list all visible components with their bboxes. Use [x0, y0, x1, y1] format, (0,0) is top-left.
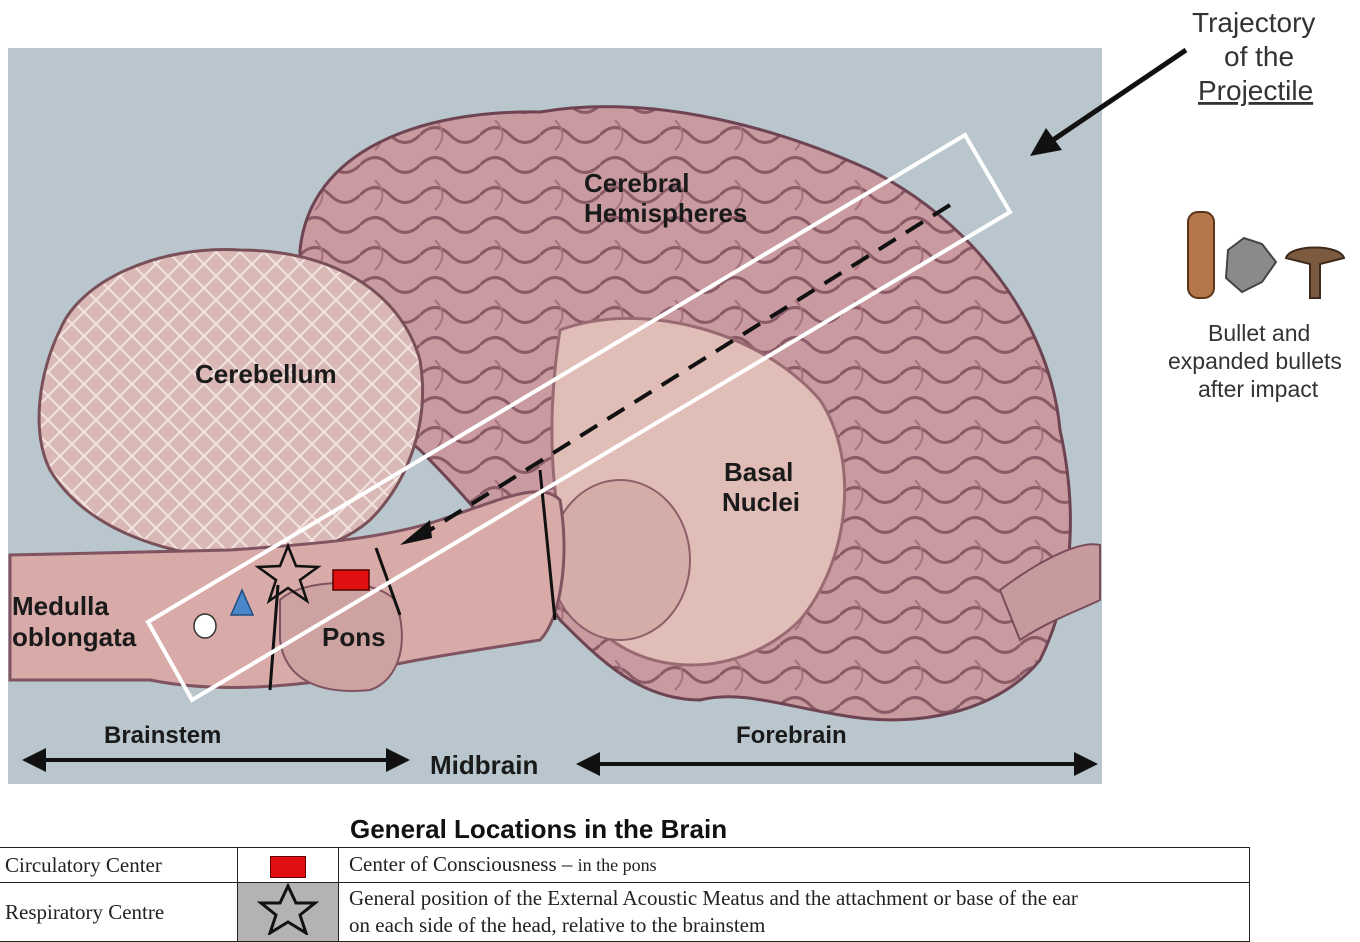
- consciousness-small-text: in the pons: [578, 855, 657, 875]
- label-forebrain: Forebrain: [736, 722, 847, 749]
- label-basal-1: Basal: [724, 457, 793, 487]
- trajectory-line3: Projectile: [1198, 75, 1313, 106]
- label-cerebellum: Cerebellum: [195, 359, 337, 389]
- legend-cell-acoustic-meatus: General position of the External Acousti…: [339, 883, 1250, 942]
- thalamus-shape: [550, 480, 690, 640]
- legend-cell-respiratory: Respiratory Centre: [0, 883, 238, 942]
- legend-table: Circulatory Center Center of Consciousne…: [0, 847, 1250, 942]
- legend-star-icon: [238, 883, 339, 942]
- label-midbrain: Midbrain: [430, 750, 538, 780]
- legend-cell-consciousness: Center of Consciousness – in the pons: [339, 848, 1250, 883]
- bullets-caption-2: expanded bullets: [1168, 348, 1342, 374]
- label-cerebral-2: Hemispheres: [584, 198, 747, 228]
- red-rectangle-icon: [270, 856, 306, 878]
- label-basal-2: Nuclei: [722, 487, 800, 517]
- legend-row-circulatory: Circulatory Center Center of Consciousne…: [0, 848, 1250, 883]
- label-cerebral-1: Cerebral: [584, 168, 690, 198]
- label-medulla-2: oblongata: [12, 622, 137, 652]
- label-medulla-1: Medulla: [12, 591, 109, 621]
- bullet-intact-icon: [1188, 212, 1214, 298]
- star-icon: [253, 883, 323, 935]
- trajectory-line1: Trajectory: [1192, 7, 1315, 38]
- cerebellum-shape: [39, 250, 422, 559]
- acoustic-line2: on each side of the head, relative to th…: [349, 912, 1239, 939]
- bullet-mushroom-icon: [1286, 248, 1344, 299]
- bullets-caption-3: after impact: [1198, 376, 1319, 402]
- bullet-expanded-icon: [1226, 238, 1276, 292]
- legend-title: General Locations in the Brain: [350, 814, 727, 845]
- consciousness-dash: –: [562, 852, 573, 876]
- trajectory-line2: of the: [1224, 41, 1294, 72]
- legend-row-respiratory: Respiratory Centre General position of t…: [0, 883, 1250, 942]
- legend-cell-circulatory: Circulatory Center: [0, 848, 238, 883]
- consciousness-text: Center of Consciousness: [349, 852, 557, 876]
- legend-red-rectangle-icon: [238, 848, 339, 883]
- white-circle-marker: [194, 614, 216, 638]
- acoustic-line1: General position of the External Acousti…: [349, 885, 1239, 912]
- label-brainstem: Brainstem: [104, 722, 221, 749]
- bullet-icons: [1188, 212, 1344, 298]
- consciousness-red-marker: [333, 570, 369, 590]
- label-pons: Pons: [322, 622, 386, 652]
- bullets-caption-1: Bullet and: [1208, 320, 1310, 346]
